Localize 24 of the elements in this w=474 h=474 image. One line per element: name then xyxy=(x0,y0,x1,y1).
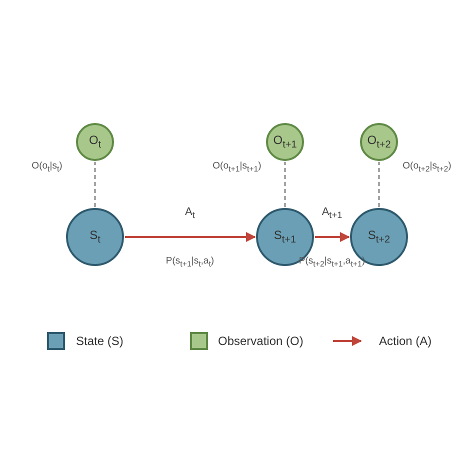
connector-line xyxy=(284,162,286,207)
node-label: O$_{t+2}$ xyxy=(367,133,391,151)
observation-node xyxy=(360,123,398,161)
probability-label: P(s$_{t+1}$|s$_{t}$,a$_{t}$) xyxy=(164,256,216,268)
legend-label: State (S) xyxy=(76,334,124,348)
node-label: S$_{t+2}$ xyxy=(368,228,390,246)
connector-line xyxy=(378,162,380,207)
edge-label: O(o$_{t}$|s$_{t}$) xyxy=(30,160,64,174)
edge-label: A$_{t}$ xyxy=(184,206,196,220)
edge-label: O(o$_{t+2}$|s$_{t+2}$) xyxy=(402,160,452,174)
arrow xyxy=(315,232,350,242)
node-label: S$_{t+1}$ xyxy=(274,228,296,246)
observation-node xyxy=(266,123,304,161)
node-label: O$_{t}$ xyxy=(88,133,102,151)
node-label: S$_{t}$ xyxy=(90,228,100,246)
legend-label: Observation (O) xyxy=(218,334,304,348)
probability-label: P(s$_{t+2}$|s$_{t+1}$,a$_{t+1}$) xyxy=(298,256,366,268)
observation-node xyxy=(76,123,114,161)
edge-label: A$_{t+1}$ xyxy=(320,206,344,220)
node-label: O$_{t+1}$ xyxy=(273,133,297,151)
edge-label: O(o$_{t+1}$|s$_{t+1}$) xyxy=(212,160,262,174)
connector-line xyxy=(94,162,96,207)
arrow xyxy=(125,232,256,242)
legend-label: Action (A) xyxy=(379,334,432,348)
